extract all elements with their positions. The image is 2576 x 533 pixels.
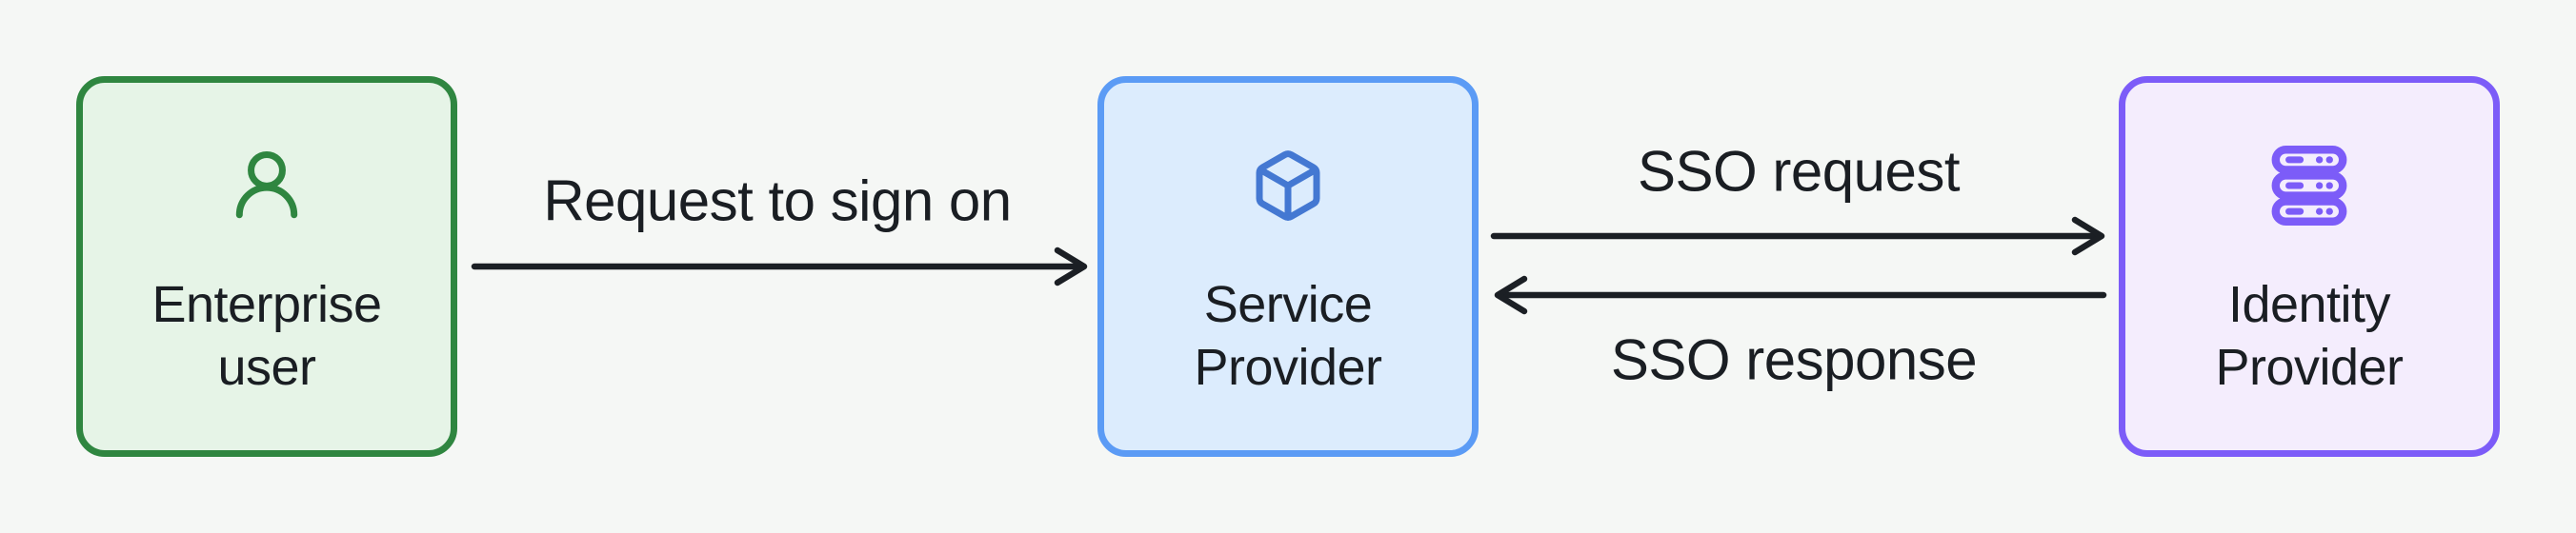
node-service-provider: Service Provider [1097, 76, 1479, 457]
server-stack-icon [2267, 144, 2351, 227]
edge-label-sso-response: SSO response [1610, 327, 1978, 392]
node-identity-provider: Identity Provider [2119, 76, 2500, 457]
user-icon [227, 144, 307, 227]
node-enterprise-user: Enterprise user [76, 76, 457, 457]
edge-label-sso-request: SSO request [1637, 139, 1961, 204]
arrow-sso-response [1494, 275, 2107, 315]
node-label-line: Enterprise [151, 276, 382, 333]
node-label: Identity Provider [2215, 273, 2404, 399]
cube-icon [1250, 144, 1326, 227]
node-label: Enterprise user [151, 273, 382, 399]
node-label-line: user [217, 339, 316, 396]
node-label: Service Provider [1194, 273, 1382, 399]
arrow-request-to-sign-on [471, 247, 1088, 286]
node-label-line: Provider [1194, 339, 1382, 396]
arrow-sso-request [1490, 216, 2105, 256]
node-label-line: Provider [2215, 339, 2404, 396]
node-label-line: Service [1203, 276, 1373, 333]
edge-label-request-to-sign-on: Request to sign on [543, 168, 1012, 233]
node-label-line: Identity [2227, 276, 2391, 333]
